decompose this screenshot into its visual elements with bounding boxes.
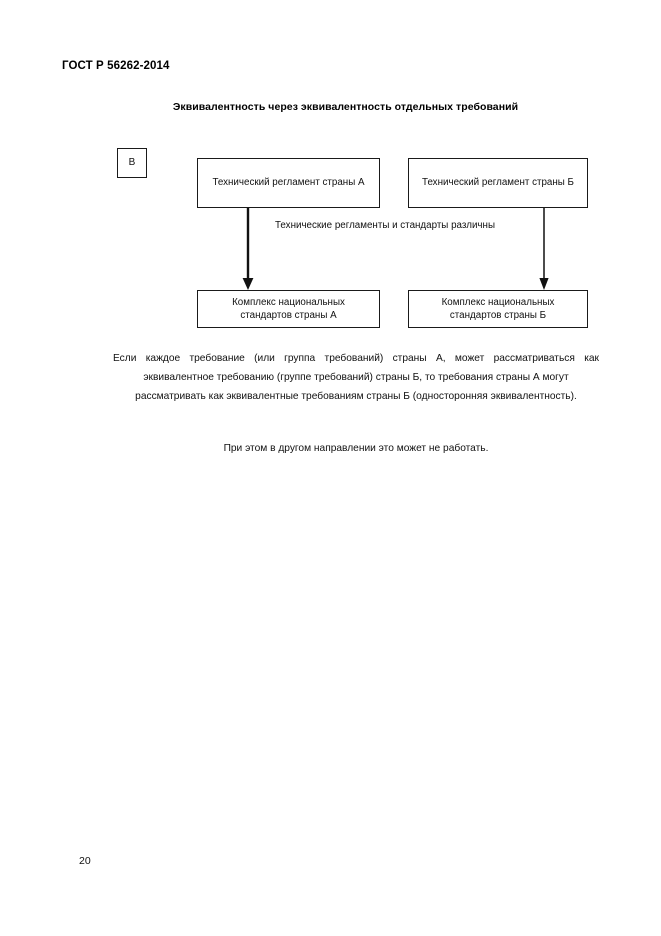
body-paragraph-2: При этом в другом направлении это может …: [223, 443, 489, 454]
node-technical-regulation-country-a-label: Технический регламент страны А: [212, 177, 365, 189]
node-standards-complex-country-a-label: Комплекс национальных стандартов страны …: [232, 296, 345, 321]
body-paragraph-1-rest: эквивалентное требованию (группе требова…: [135, 371, 577, 402]
node-technical-regulation-country-b: Технический регламент страны Б: [408, 158, 588, 208]
node-technical-regulation-country-b-label: Технический регламент страны Б: [422, 177, 574, 189]
page-number: 20: [79, 855, 91, 867]
body-paragraph-1: Если каждое требование (или группа требо…: [113, 350, 599, 407]
arrow-down-country-b-icon: [539, 208, 549, 290]
document-header-standard-number: ГОСТ Р 56262-2014: [62, 60, 170, 72]
body-paragraph-1-first-line: Если каждое требование (или группа требо…: [113, 353, 599, 364]
node-standards-complex-country-b-label: Комплекс национальных стандартов страны …: [441, 296, 555, 321]
arrow-down-country-a-icon: [242, 208, 254, 290]
diagram-marker-box: В: [117, 148, 147, 178]
node-standards-complex-country-a: Комплекс национальных стандартов страны …: [197, 290, 380, 328]
diagram-middle-caption: Технические регламенты и стандарты разли…: [275, 220, 495, 231]
figure-title: Эквивалентность через эквивалентность от…: [172, 101, 519, 113]
diagram-marker-label: В: [128, 157, 136, 169]
node-technical-regulation-country-a: Технический регламент страны А: [197, 158, 380, 208]
flow-diagram: В Технический регламент страны А Техниче…: [0, 0, 661, 340]
node-standards-complex-country-b: Комплекс национальных стандартов страны …: [408, 290, 588, 328]
